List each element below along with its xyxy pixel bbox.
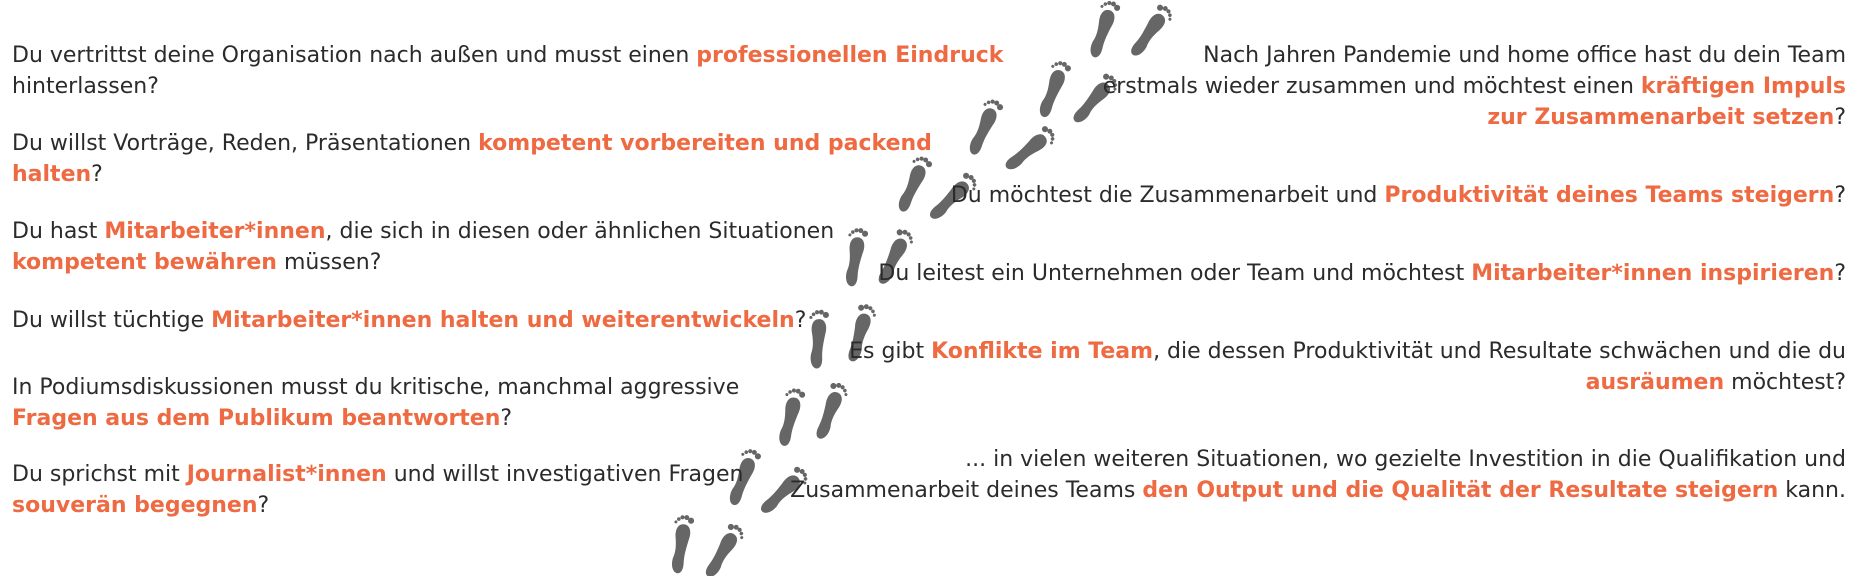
footprint-right-icon — [812, 380, 851, 443]
footprint-left-icon — [839, 226, 869, 288]
right-item-2: Du leitest ein Unternehmen oder Team und… — [878, 258, 1846, 289]
body-text: ? — [257, 493, 270, 518]
highlight-text: ausräumen — [1585, 370, 1725, 395]
footprint-right-icon — [701, 521, 748, 576]
left-item-0: Du vertrittst deine Organisation nach au… — [12, 40, 1003, 102]
body-text: ? — [794, 308, 807, 333]
body-text: ? — [91, 162, 103, 187]
body-text: Zusammenarbeit deines Teams — [790, 478, 1143, 503]
highlight-text: halten — [12, 162, 92, 187]
right-item-1: Du möchtest die Zusammenarbeit und Produ… — [951, 180, 1846, 211]
footprint-right-icon — [1001, 123, 1060, 177]
right-item-0: Nach Jahren Pandemie und home office has… — [1103, 40, 1846, 133]
highlight-text: Mitarbeiter*innen halten und weiterentwi… — [211, 308, 795, 333]
highlight-text: professionellen Eindruck — [696, 43, 1004, 68]
body-text: müssen? — [276, 250, 382, 275]
highlight-text: kräftigen Impuls — [1640, 74, 1846, 99]
footprint-left-icon — [962, 95, 1005, 158]
body-text: ? — [500, 406, 513, 431]
highlight-text: Produktivität deines Teams steigern — [1384, 183, 1835, 208]
highlight-text: kompetent vorbereiten und packend — [478, 131, 932, 156]
highlight-text: Journalist*innen — [186, 462, 387, 487]
left-item-2: Du hast Mitarbeiter*innen, die sich in d… — [12, 216, 834, 278]
body-text: Nach Jahren Pandemie und home office has… — [1203, 43, 1846, 68]
footprint-left-icon — [805, 308, 830, 370]
footprint-left-icon — [665, 513, 695, 575]
body-text: In Podiumsdiskussionen musst du kritisch… — [12, 375, 740, 400]
body-text: ? — [1834, 183, 1846, 208]
body-text: ? — [1834, 105, 1846, 130]
body-text: Du möchtest die Zusammenarbeit und — [950, 183, 1385, 208]
body-text: hinterlassen? — [12, 74, 159, 99]
body-text: , die dessen Produktivität und Resultate… — [1153, 339, 1846, 364]
body-text: Du hast — [12, 219, 105, 244]
left-item-4: In Podiumsdiskussionen musst du kritisch… — [12, 372, 739, 434]
highlight-text: Mitarbeiter*innen inspirieren — [1471, 261, 1835, 286]
highlight-text: den Output und die Qualität der Resultat… — [1142, 478, 1779, 503]
highlight-text: Konflikte im Team — [931, 339, 1154, 364]
footprint-left-icon — [772, 385, 807, 448]
footprint-left-icon — [1032, 57, 1073, 120]
left-item-3: Du willst tüchtige Mitarbeiter*innen hal… — [12, 305, 806, 336]
highlight-text: souverän begegnen — [12, 493, 258, 518]
body-text: kann. — [1778, 478, 1846, 503]
left-item-5: Du sprichst mit Journalist*innen und wil… — [12, 459, 743, 521]
left-item-1: Du willst Vorträge, Reden, Präsentatione… — [12, 128, 932, 190]
body-text: Du vertrittst deine Organisation nach au… — [12, 43, 697, 68]
body-text: Du willst tüchtige — [12, 308, 212, 333]
body-text: , die sich in diesen oder ähnlichen Situ… — [325, 219, 835, 244]
highlight-text: zur Zusammenarbeit setzen — [1487, 105, 1835, 130]
right-item-3: Es gibt Konflikte im Team, die dessen Pr… — [849, 336, 1846, 398]
highlight-text: kompetent bewähren — [12, 250, 277, 275]
highlight-text: Mitarbeiter*innen — [104, 219, 326, 244]
body-text: erstmals wieder zusammen und möchtest ei… — [1102, 74, 1641, 99]
body-text: Du leitest ein Unternehmen oder Team und… — [878, 261, 1472, 286]
body-text: Es gibt — [849, 339, 932, 364]
body-text: Du sprichst mit — [12, 462, 187, 487]
body-text: möchtest? — [1724, 370, 1846, 395]
body-text: und willst investigativen Fragen — [386, 462, 744, 487]
right-item-4: ... in vielen weiteren Situationen, wo g… — [790, 444, 1846, 506]
body-text: Du willst Vorträge, Reden, Präsentatione… — [12, 131, 479, 156]
body-text: ... in vielen weiteren Situationen, wo g… — [965, 447, 1846, 472]
body-text: ? — [1834, 261, 1846, 286]
highlight-text: Fragen aus dem Publikum beantworten — [12, 406, 501, 431]
